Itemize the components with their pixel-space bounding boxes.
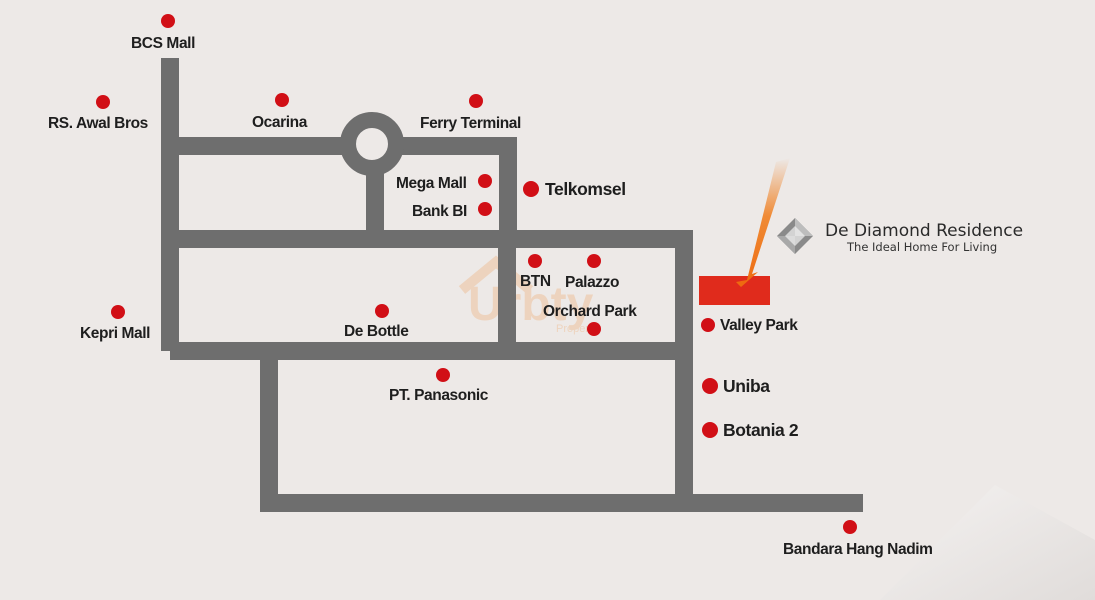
poi-label: PT. Panasonic (389, 387, 489, 404)
poi-botania-2: Botania 2 (702, 420, 799, 440)
poi-marker (469, 94, 483, 108)
poi-label: Orchard Park (543, 303, 637, 320)
road-network (161, 58, 863, 512)
poi-bank-bi: Bank BI (412, 202, 492, 220)
watermark: Urbty Property (458, 255, 598, 335)
poi-label: BCS Mall (131, 35, 195, 52)
poi-ocarina: Ocarina (252, 93, 308, 131)
poi-marker (843, 520, 857, 534)
poi-marker (161, 14, 175, 28)
poi-label: Palazzo (565, 274, 619, 291)
poi-uniba: Uniba (702, 376, 771, 396)
road-top (170, 137, 517, 230)
poi-label: Ocarina (252, 114, 308, 131)
corner-decoration (880, 485, 1095, 600)
watermark-sub: Property (556, 323, 598, 335)
poi-pt-panasonic: PT. Panasonic (389, 368, 489, 404)
poi-marker (523, 181, 539, 197)
poi-marker (587, 254, 601, 268)
poi-marker (111, 305, 125, 319)
road-south-box (260, 351, 863, 512)
poi-rs-awal-bros: RS. Awal Bros (48, 95, 148, 132)
poi-label: BTN (520, 273, 551, 290)
poi-label: Bank BI (412, 203, 467, 220)
watermark-text: Urbty (468, 278, 594, 331)
poi-bcs-mall: BCS Mall (131, 14, 195, 52)
poi-label: Uniba (723, 376, 770, 396)
poi-label: Telkomsel (545, 179, 626, 199)
poi-valley-park: Valley Park (701, 317, 799, 334)
poi-marker (478, 202, 492, 216)
poi-marker (701, 318, 715, 332)
poi-ferry-terminal: Ferry Terminal (420, 94, 521, 132)
poi-label: Kepri Mall (80, 325, 150, 342)
poi-marker (528, 254, 542, 268)
location-arrow (736, 158, 790, 287)
brand-tagline: The Ideal Home For Living (846, 240, 997, 254)
poi-label: Botania 2 (723, 420, 799, 440)
poi-de-bottle: De Bottle (344, 304, 410, 340)
poi-telkomsel: Telkomsel (523, 179, 626, 199)
poi-marker (96, 95, 110, 109)
poi-label: Bandara Hang Nadim (783, 541, 933, 558)
roundabout (340, 112, 404, 176)
project-location-block (699, 276, 770, 305)
poi-label: Ferry Terminal (420, 115, 521, 132)
roundabout-center (358, 130, 386, 158)
road-middle (170, 230, 693, 494)
poi-palazzo: Palazzo (565, 254, 619, 291)
poi-marker (375, 304, 389, 318)
poi-btn: BTN (520, 254, 551, 290)
poi-mega-mall: Mega Mall (396, 174, 492, 192)
poi-label: De Bottle (344, 323, 409, 340)
poi-marker (478, 174, 492, 188)
diamond-logo-icon (777, 218, 813, 254)
poi-label: Valley Park (720, 317, 798, 334)
poi-orchard-park: Orchard Park (543, 303, 638, 336)
poi-bandara-hang-nadim: Bandara Hang Nadim (783, 520, 933, 558)
poi-marker (702, 378, 718, 394)
poi-marker (587, 322, 601, 336)
poi-kepri-mall: Kepri Mall (80, 305, 151, 342)
poi-marker (436, 368, 450, 382)
poi-marker (275, 93, 289, 107)
poi-label: Mega Mall (396, 175, 467, 192)
brand-name: De Diamond Residence (825, 221, 1023, 241)
poi-marker (702, 422, 718, 438)
poi-label: RS. Awal Bros (48, 115, 148, 132)
brand: De Diamond Residence The Ideal Home For … (777, 218, 1023, 254)
